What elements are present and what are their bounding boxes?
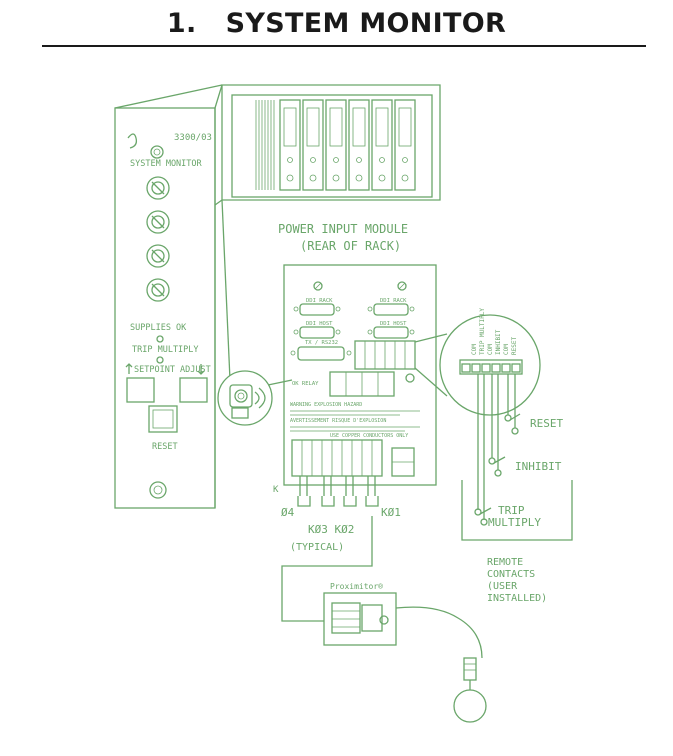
proximitor-box: [323, 592, 397, 646]
heading-number: 1.: [166, 8, 197, 39]
trip-multiply-label: TRIP MULTIPLY: [132, 345, 199, 355]
setpoint-down-button[interactable]: [179, 377, 208, 403]
reset-button[interactable]: [148, 405, 178, 433]
serial-port: [297, 346, 345, 361]
ok-relay-label: OK RELAY: [292, 381, 319, 387]
relay-contacts: [297, 476, 379, 507]
magnified-ok-relay: [217, 370, 293, 426]
proximitor-assembly: Proximitor®: [281, 516, 487, 723]
reset-label: RESET: [152, 442, 178, 452]
remote-contact-wiring: [461, 374, 573, 541]
copper-conductors-label: USE COPPER CONDUCTORS ONLY: [330, 433, 408, 439]
ground-icon: [405, 373, 415, 383]
monitor-model-label: 3300/03: [174, 133, 212, 143]
relay-terminal-strip: [291, 439, 383, 477]
terminal-com-2: COM: [487, 344, 494, 355]
arrow-down-icon: [197, 364, 205, 375]
relay-k01-label: KØ1: [381, 506, 401, 519]
ddi-rack-label-1: DDI RACK: [306, 298, 333, 304]
heading-title: SYSTEM MONITOR: [225, 8, 507, 39]
ddi-rack-port-1: [299, 303, 335, 316]
supplies-ok-led-icon: [156, 335, 164, 343]
trip-multiply-led-icon: [156, 356, 164, 364]
setpoint-up-button[interactable]: [126, 377, 155, 403]
probe-body: [463, 657, 477, 681]
remote-contacts-line1: REMOTE: [487, 557, 523, 568]
screw-icon: [313, 281, 323, 291]
monitor-top-led-icon: [150, 145, 164, 159]
remote-contacts-line3: (USER: [487, 581, 518, 592]
relay-k-label: K: [273, 485, 279, 495]
page-heading: 1. SYSTEM MONITOR: [0, 8, 673, 39]
bottom-connector-icon: [149, 481, 167, 499]
power-input-module: DDI RACK DDI RACK DDI HOST DDI HOST TX /…: [283, 264, 437, 486]
terminal-com-1: COM: [471, 344, 478, 355]
screw-icon: [397, 281, 407, 291]
terminal-reset: RESET: [511, 337, 518, 355]
rack-slot-housing: [114, 84, 441, 206]
power-module-title: POWER INPUT MODULE: [278, 222, 408, 236]
terminal-com-3: COM: [503, 344, 510, 355]
contact-reset-label: RESET: [530, 417, 563, 430]
terminal-inhibit: INHIBIT: [495, 329, 502, 355]
ddi-host-port-1: [299, 326, 335, 339]
knob-3-icon: [146, 244, 170, 268]
bently-logo-icon: [127, 133, 138, 149]
monitor-name-label: SYSTEM MONITOR: [130, 159, 203, 169]
terminal-trip-multiply: TRIP MULTIPLY: [479, 308, 486, 355]
ddi-rack-label-2: DDI RACK: [380, 298, 407, 304]
contact-inhibit-label: INHIBIT: [515, 460, 562, 473]
relay-k03-k02-label: KØ3 KØ2: [308, 523, 354, 536]
knob-4-icon: [146, 278, 170, 302]
knob-2-icon: [146, 210, 170, 234]
remote-contacts-line2: CONTACTS: [487, 569, 535, 580]
relay-typical-label: (TYPICAL): [290, 542, 344, 553]
power-module-subtitle: (REAR OF RACK): [300, 239, 401, 253]
setpoint-adjust-label: SETPOINT ADJUST: [134, 365, 211, 375]
probe-target-icon: [453, 689, 487, 723]
contact-multiply-label: MULTIPLY: [488, 516, 541, 529]
ddi-host-label-2: DDI HOST: [380, 321, 407, 327]
rack-module-cards: [279, 99, 416, 191]
ddi-rack-port-2: [373, 303, 409, 316]
remote-contacts-line4: INSTALLED): [487, 593, 547, 604]
ddi-host-label-1: DDI HOST: [306, 321, 333, 327]
knob-1-icon: [146, 176, 170, 200]
monitor-knobs: [146, 176, 170, 302]
heading-rule: [42, 45, 646, 47]
proximitor-connector-icon: [379, 615, 389, 625]
proximitor-label: Proximitor®: [330, 582, 383, 591]
ddi-host-port-2: [373, 326, 409, 339]
contact-trip-label: TRIP: [498, 504, 525, 517]
serial-port-label: TX / RS232: [305, 340, 338, 346]
arrow-up-icon: [125, 363, 133, 374]
warning-label: WARNING EXPLOSION HAZARD: [290, 402, 362, 408]
relay-k04-label: Ø4: [281, 506, 295, 519]
supplies-ok-label: SUPPLIES OK: [130, 323, 187, 333]
system-monitor-panel: 3300/03 SYSTEM MONITOR SUPPLIES OK TRIP …: [114, 84, 223, 509]
rack-hatch: [255, 100, 275, 190]
avertissement-label: AVERTISSEMENT RISQUE D'EXPLOSION: [290, 418, 386, 424]
